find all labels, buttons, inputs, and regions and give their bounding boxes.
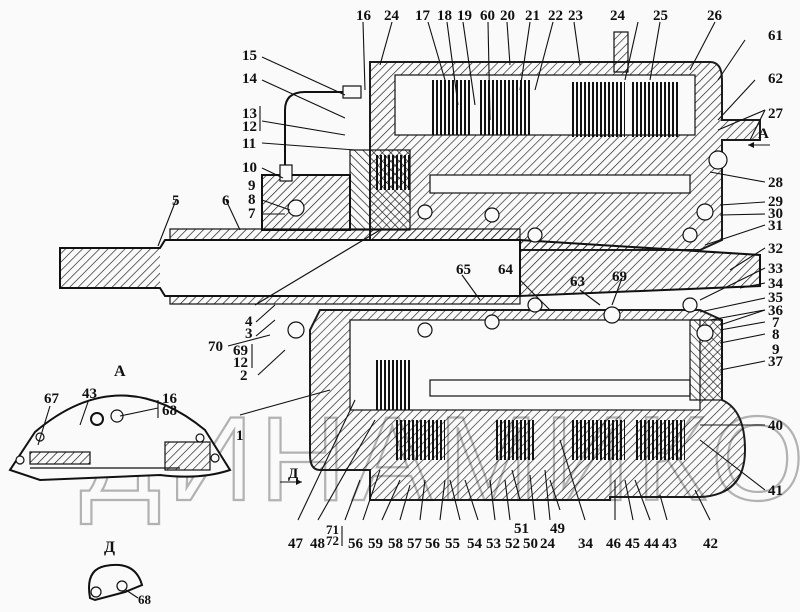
callout-49: 49 <box>550 521 565 537</box>
callout-43: 43 <box>662 536 677 552</box>
callout-64: 64 <box>498 262 514 278</box>
callout-47: 47 <box>288 536 304 552</box>
callout-62: 62 <box>768 71 783 87</box>
view-d-inset: Д 68 <box>88 539 152 607</box>
callout-6: 6 <box>222 193 230 209</box>
callout-5: 5 <box>172 193 180 209</box>
view-a-inset: А 67 43 16 68 <box>8 363 232 482</box>
callout-50: 50 <box>523 536 538 552</box>
callout-69-inner: 69 <box>612 269 627 285</box>
callout-44: 44 <box>644 536 660 552</box>
callout-55: 55 <box>445 536 460 552</box>
svg-text:А: А <box>758 126 769 142</box>
view-d-callout-68: 68 <box>138 592 152 607</box>
callout-28: 28 <box>768 175 783 191</box>
callout-45: 45 <box>625 536 640 552</box>
callout-71: 71 <box>326 522 339 537</box>
callout-56-a: 56 <box>348 536 364 552</box>
callout-34-bottom: 34 <box>578 536 594 552</box>
callout-24-top: 24 <box>384 8 400 24</box>
callout-59: 59 <box>368 536 383 552</box>
callout-10: 10 <box>242 160 257 176</box>
callout-61: 61 <box>768 28 783 44</box>
callout-22: 22 <box>548 8 563 24</box>
callout-19: 19 <box>457 8 472 24</box>
callout-12-top: 12 <box>242 119 257 135</box>
callout-7-left: 7 <box>248 206 256 222</box>
view-arrow-d: Д <box>280 466 302 485</box>
pipe-fitting-top <box>342 85 362 99</box>
callout-4: 4 <box>245 314 253 330</box>
callout-34-right: 34 <box>768 276 784 292</box>
callout-72: 72 <box>326 533 339 548</box>
view-a-callout-68: 68 <box>162 403 177 419</box>
callout-31: 31 <box>768 218 783 234</box>
callout-26: 26 <box>707 8 723 24</box>
view-a-callout-16: 16 <box>162 391 178 407</box>
callout-41: 41 <box>768 483 783 499</box>
callout-40: 40 <box>768 418 783 434</box>
callout-18: 18 <box>437 8 452 24</box>
callout-63: 63 <box>570 274 585 290</box>
callout-70: 70 <box>208 339 223 355</box>
callout-17: 17 <box>415 8 431 24</box>
gearbox-housing <box>261 61 761 501</box>
callout-3: 3 <box>245 326 253 342</box>
callout-58: 58 <box>388 536 403 552</box>
view-a-title: А <box>114 363 126 380</box>
callout-60: 60 <box>480 8 495 24</box>
callout-2: 2 <box>240 368 248 384</box>
callout-36: 36 <box>768 303 784 319</box>
callout-24-bottom: 24 <box>540 536 556 552</box>
callout-51: 51 <box>514 521 529 537</box>
callout-21: 21 <box>525 8 540 24</box>
leader-lines <box>157 21 766 521</box>
view-a-callout-43: 43 <box>82 386 97 402</box>
callout-30: 30 <box>768 206 783 222</box>
callout-33: 33 <box>768 261 783 277</box>
callout-8-left: 8 <box>248 192 256 208</box>
callout-14: 14 <box>242 71 258 87</box>
callout-9-left: 9 <box>248 178 256 194</box>
callout-9-right: 9 <box>772 342 780 358</box>
callout-54: 54 <box>467 536 483 552</box>
callout-labels: 16 24 17 18 19 60 20 21 22 23 24 25 26 1… <box>172 8 784 552</box>
callout-20: 20 <box>500 8 515 24</box>
callout-1: 1 <box>236 428 244 444</box>
callout-48: 48 <box>310 536 325 552</box>
oil-pipe <box>284 91 350 178</box>
callout-32: 32 <box>768 241 783 257</box>
callout-52: 52 <box>505 536 520 552</box>
callout-69-left: 69 <box>233 343 248 359</box>
view-d-title: Д <box>104 539 115 556</box>
callout-16: 16 <box>356 8 372 24</box>
callout-23: 23 <box>568 8 583 24</box>
callout-15: 15 <box>242 48 257 64</box>
svg-text:Д: Д <box>288 466 299 482</box>
callout-27: 27 <box>768 106 784 122</box>
callout-29: 29 <box>768 194 783 210</box>
view-arrow-a: А <box>748 126 770 148</box>
callout-7-right: 7 <box>772 315 780 331</box>
main-shaft <box>59 228 761 306</box>
callout-57: 57 <box>407 536 423 552</box>
callout-56-b: 56 <box>425 536 441 552</box>
vent-tube <box>613 31 629 73</box>
callout-46: 46 <box>606 536 622 552</box>
callout-24-vent: 24 <box>610 8 626 24</box>
callout-42: 42 <box>703 536 718 552</box>
callout-35: 35 <box>768 290 783 306</box>
callout-25: 25 <box>653 8 668 24</box>
callout-11: 11 <box>242 136 256 152</box>
bearings <box>287 150 728 342</box>
callout-12-bottom: 12 <box>233 355 248 371</box>
view-a-callout-67: 67 <box>44 391 60 407</box>
callout-13: 13 <box>242 106 257 122</box>
callout-65: 65 <box>456 262 471 278</box>
callout-8-right: 8 <box>772 327 780 343</box>
pipe-fitting <box>279 164 293 182</box>
callout-53: 53 <box>486 536 501 552</box>
callout-37: 37 <box>768 354 784 370</box>
